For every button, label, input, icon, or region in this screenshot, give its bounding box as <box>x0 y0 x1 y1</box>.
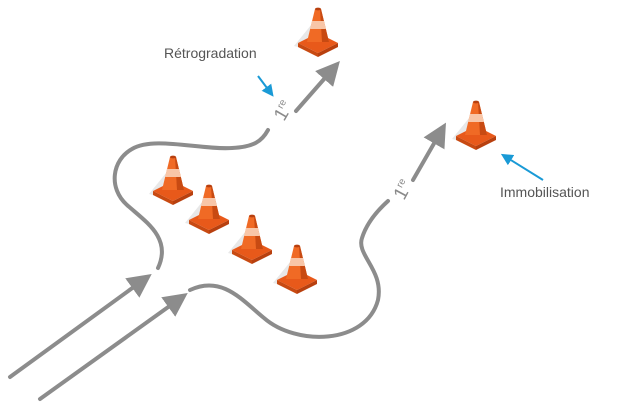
cone-row-2 <box>185 184 229 234</box>
cone-row-3 <box>228 214 272 264</box>
path-downshift <box>8 60 340 379</box>
cones <box>149 7 496 294</box>
path-stop <box>38 122 446 401</box>
callout-arrow-downshift <box>257 75 274 97</box>
label-downshift: Rétrogradation <box>164 45 257 61</box>
gear-mark-top: 1 re <box>270 97 293 124</box>
label-stop: Immobilisation <box>500 184 590 200</box>
callout-arrow-stop <box>500 153 544 181</box>
cone-row-4 <box>273 244 317 294</box>
cone-right <box>452 100 496 150</box>
cone-top <box>294 7 338 57</box>
cone-row-1 <box>149 155 193 205</box>
